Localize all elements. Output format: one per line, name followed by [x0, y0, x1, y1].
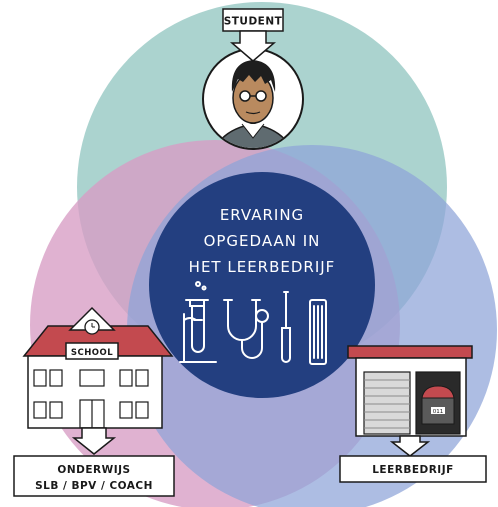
garage-building: 011	[347, 345, 473, 437]
leerbedrijf-label: LEERBEDRIJF	[339, 435, 487, 483]
student-label-text: STUDENT	[224, 16, 283, 28]
school-building: SCHOOL	[22, 306, 174, 429]
center-line-1: ERVARING	[220, 206, 304, 224]
onderwijs-label-line2: SLB / BPV / COACH	[35, 480, 153, 492]
leerbedrijf-label-text: LEERBEDRIJF	[372, 464, 454, 476]
onderwijs-label: ONDERWIJS SLB / BPV / COACH	[13, 427, 175, 497]
student-label: STUDENT	[222, 8, 284, 62]
lab-flask-icon	[179, 281, 217, 363]
center-line-3: HET LEERBEDRIJF	[189, 258, 336, 276]
garage-door-icon	[363, 371, 411, 435]
car-icon: 011	[421, 385, 455, 425]
screwdriver-icon	[281, 291, 291, 363]
comb-icon	[309, 299, 327, 365]
stethoscope-icon	[223, 299, 269, 359]
student-portrait	[202, 48, 304, 150]
center-line-2: OPGEDAAN IN	[204, 232, 321, 250]
onderwijs-label-line1: ONDERWIJS	[57, 464, 130, 476]
garage-plate: 011	[433, 409, 444, 415]
school-sign-text: SCHOOL	[71, 348, 113, 358]
